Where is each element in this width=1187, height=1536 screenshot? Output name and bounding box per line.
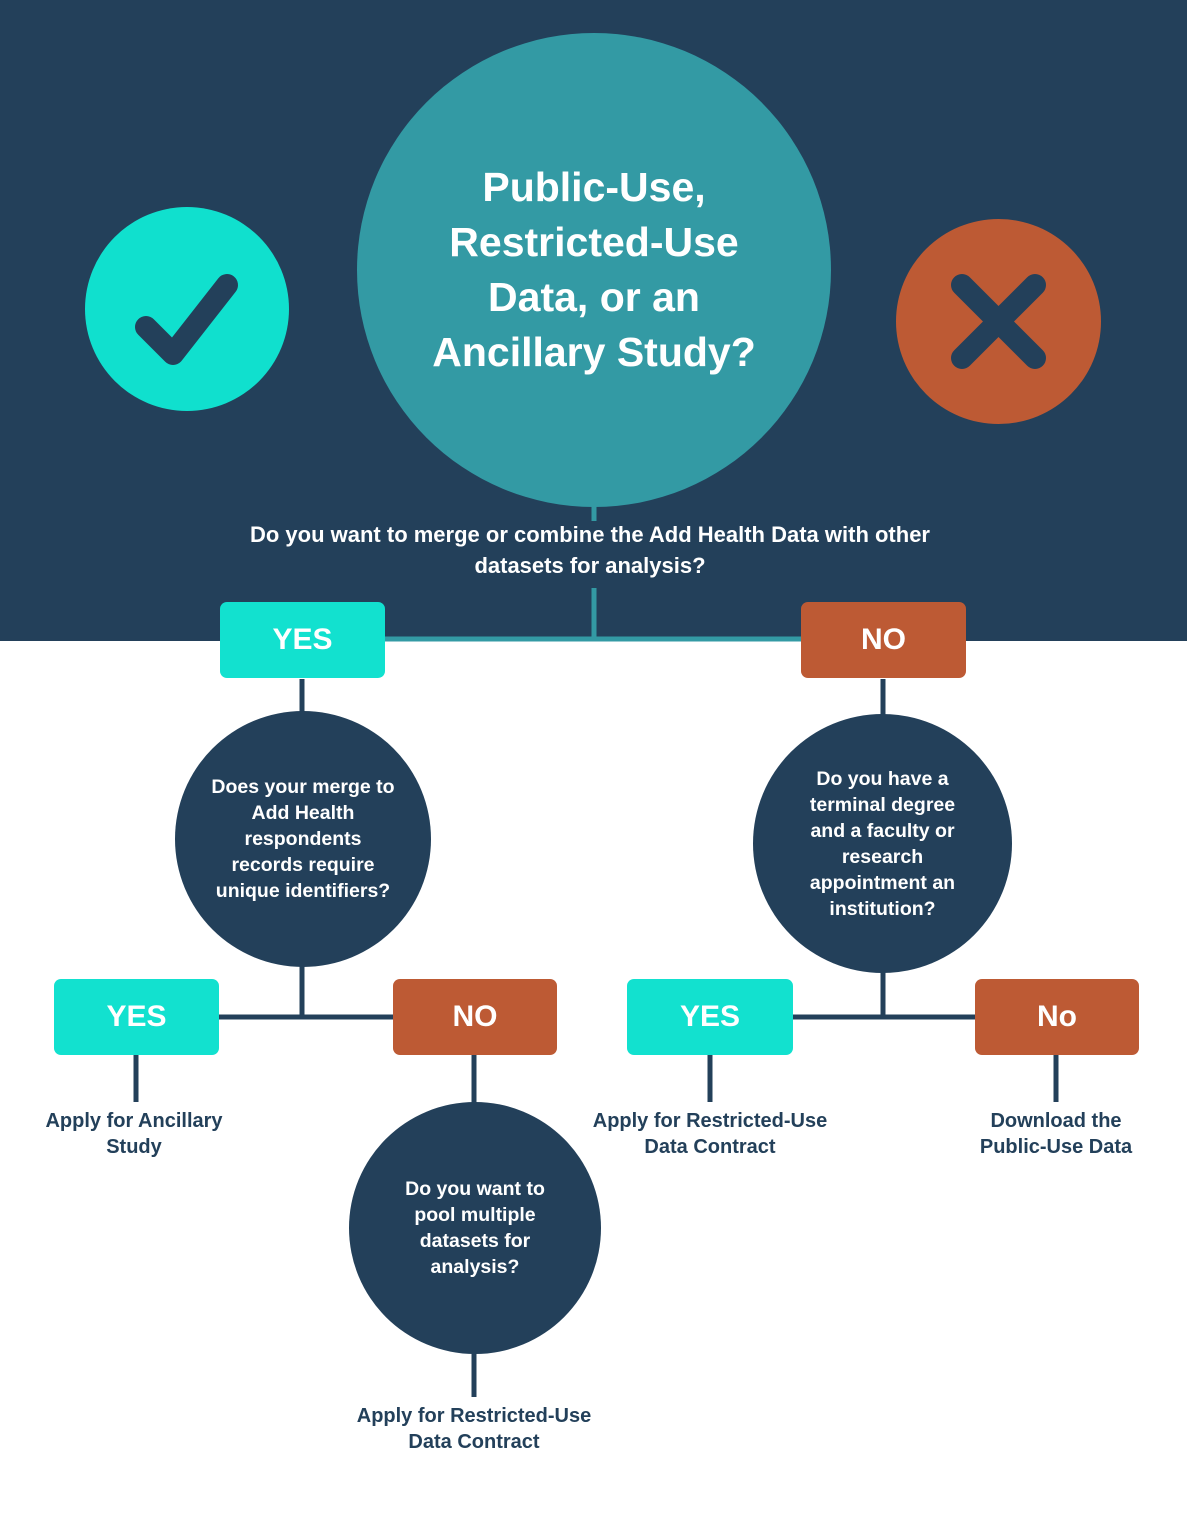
check-icon xyxy=(85,207,289,411)
no-box: NO xyxy=(801,602,966,678)
degree-no-box: No xyxy=(975,979,1139,1055)
outcome-public-use-download: Download the Public-Use Data xyxy=(979,1110,1133,1158)
outcome-ancillary-study: Apply for Ancillary Study xyxy=(45,1110,223,1158)
degree-yes-box: YES xyxy=(627,979,793,1055)
main-question: Public-Use, Restricted-Use Data, or an A… xyxy=(357,33,831,507)
identifiers-question: Does your merge to Add Health respondent… xyxy=(175,711,431,967)
yes-box: YES xyxy=(220,602,385,678)
outcome-restricted-contract: Apply for Restricted-Use Data Contract xyxy=(592,1110,828,1158)
degree-question: Do you have a terminal degree and a facu… xyxy=(753,714,1012,973)
identifiers-yes-box: YES xyxy=(54,979,219,1055)
identifiers-no-box: NO xyxy=(393,979,557,1055)
merge-question: Do you want to merge or combine the Add … xyxy=(249,522,930,578)
x-icon xyxy=(896,219,1101,424)
pool-question: Do you want to pool multiple datasets fo… xyxy=(349,1102,601,1354)
outcome-restricted-contract-pool: Apply for Restricted-Use Data Contract xyxy=(356,1405,592,1453)
